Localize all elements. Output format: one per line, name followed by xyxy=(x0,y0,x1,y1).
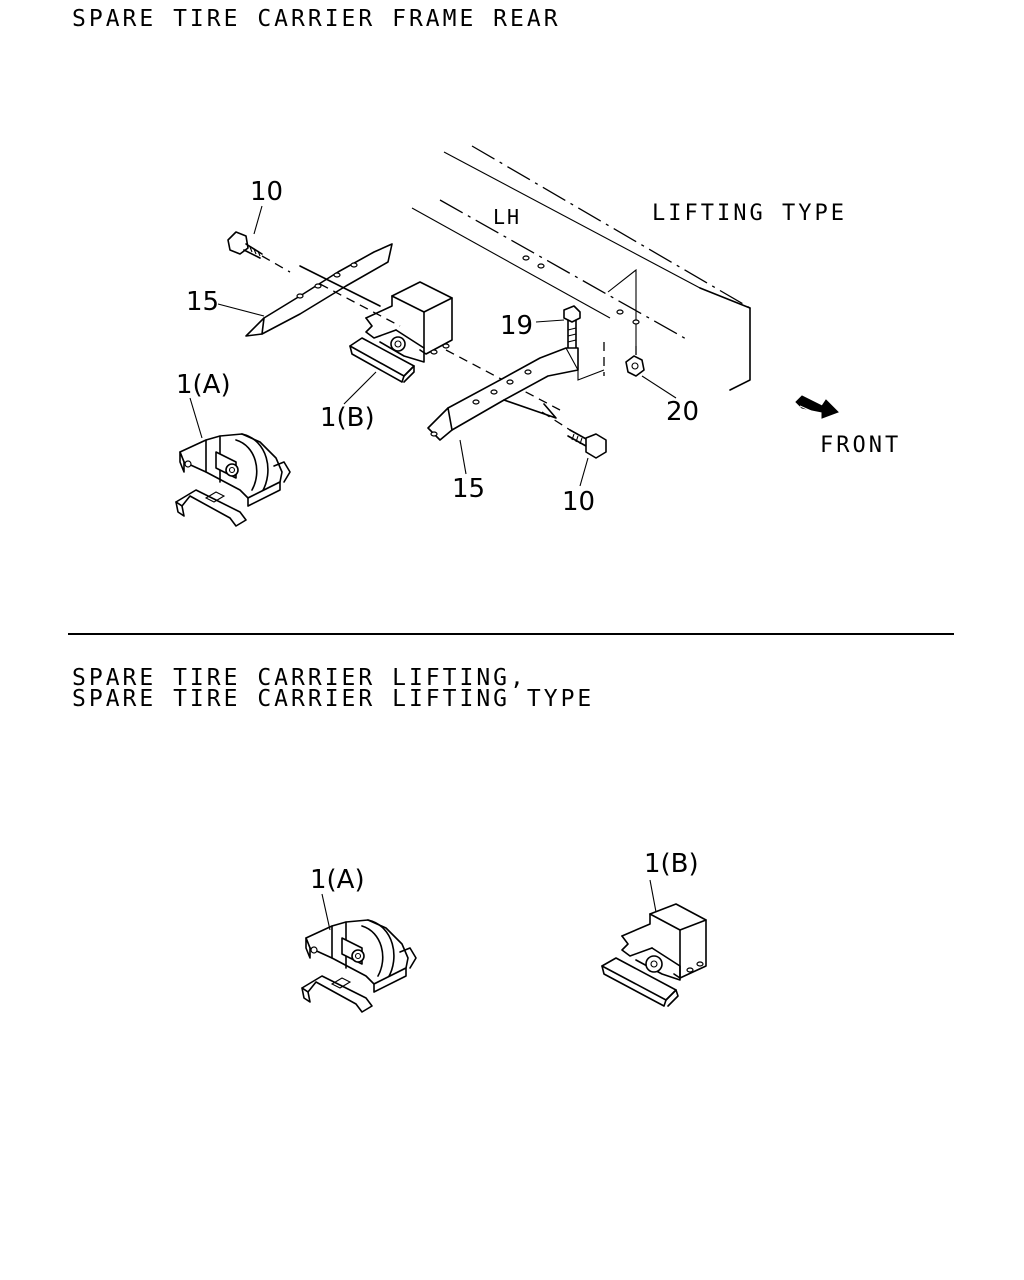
lh-label: LH xyxy=(493,205,521,229)
frame-rail xyxy=(411,145,751,391)
callout-20: 20 xyxy=(666,397,699,427)
bracket-15-right-icon xyxy=(427,347,605,441)
top-section-title: SPARE TIRE CARRIER FRAME REAR xyxy=(72,6,561,32)
callout-1b-exploded: 1(B) xyxy=(320,403,375,433)
assy-1a-exploded-icon xyxy=(175,433,291,527)
bottom-section-title-line2: SPARE TIRE CARRIER LIFTING TYPE xyxy=(72,686,594,712)
callout-1a-exploded: 1(A) xyxy=(176,370,231,400)
lifting-type-label: LIFTING TYPE xyxy=(652,201,847,226)
bolt-10-upper-icon xyxy=(227,231,291,273)
bracket-15-left-icon xyxy=(245,243,401,337)
bottom-section-title-line1: SPARE TIRE CARRIER LIFTING, xyxy=(72,665,527,691)
front-label: FRONT xyxy=(820,433,901,458)
assy-1b-exploded-icon xyxy=(349,281,561,411)
callout-1a-bottom: 1(A) xyxy=(310,865,365,895)
assy-1b-icon xyxy=(601,903,707,1007)
callout-19: 19 xyxy=(500,311,533,341)
callout-1b-bottom: 1(B) xyxy=(644,849,699,879)
front-arrow-icon xyxy=(795,395,839,419)
nut-20-icon xyxy=(625,355,645,377)
callout-10-upper: 10 xyxy=(250,177,283,207)
callout-15-right: 15 xyxy=(452,474,485,504)
assy-1a-icon xyxy=(301,919,417,1013)
callout-10-lower: 10 xyxy=(562,487,595,517)
bolt-10-lower-icon xyxy=(541,411,607,459)
callout-15-left: 15 xyxy=(186,287,219,317)
